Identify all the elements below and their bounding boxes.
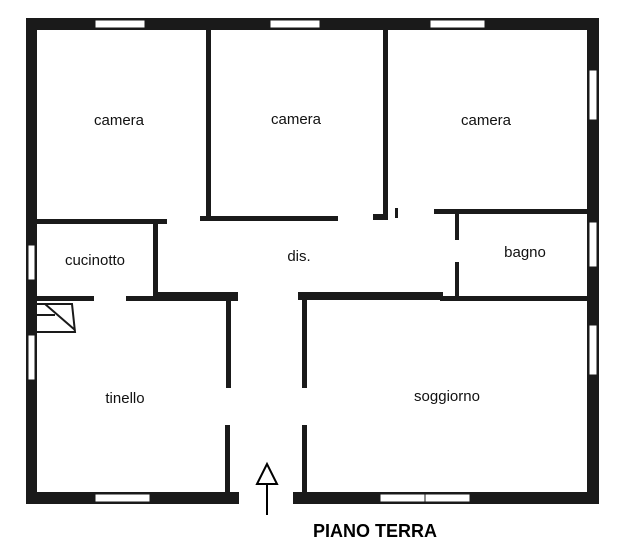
wall-bagno-bottom <box>440 296 587 301</box>
window-left-tinello <box>27 334 36 381</box>
window-bottom-soggiorno-2 <box>424 493 471 503</box>
window-right-soggiorno <box>588 324 598 376</box>
wall-soggiorno-left-upper <box>302 300 307 388</box>
wall-tinello-right-lower <box>225 425 230 497</box>
windows <box>27 19 598 503</box>
wall-camera3-door-mark <box>395 208 398 218</box>
staircase <box>37 303 77 333</box>
wall-camera-divider-2 <box>383 30 388 220</box>
arrow-head <box>255 461 279 485</box>
window-left-cucinotto <box>27 244 36 281</box>
staircase-outline <box>37 303 77 333</box>
room-label-camera-right: camera <box>461 112 512 129</box>
room-label-soggiorno: soggiorno <box>414 388 480 405</box>
window-bottom-tinello <box>94 493 151 503</box>
wall-bagno-top <box>434 209 587 214</box>
entrance-arrow-icon <box>255 461 279 515</box>
wall-camera2-bottom <box>200 216 338 221</box>
wall-cucinotto-right <box>153 224 158 298</box>
wall-soggiorno-left-lower <box>302 425 307 497</box>
plan-title: PIANO TERRA <box>313 521 437 541</box>
room-label-tinello: tinello <box>105 390 144 407</box>
wall-cucinotto-bottom-right <box>126 296 158 301</box>
window-top-middle <box>269 19 321 29</box>
wall-tinello-right-upper <box>226 300 231 388</box>
room-label-dis: dis. <box>287 248 310 265</box>
room-label-camera-left: camera <box>94 112 145 129</box>
wall-tinello-top <box>154 292 238 301</box>
wall-bagno-left-lower <box>455 262 459 298</box>
room-label-cucinotto: cucinotto <box>65 252 125 269</box>
wall-camera3-bottom-stub <box>373 214 388 220</box>
wall-cucinotto-bottom-left <box>37 296 94 301</box>
wall-bagno-left-upper <box>455 212 459 240</box>
wall-camera1-bottom <box>37 219 167 224</box>
room-label-camera-middle: camera <box>271 111 322 128</box>
window-top-right <box>429 19 486 29</box>
room-label-bagno: bagno <box>504 244 546 261</box>
window-right-bagno <box>588 221 598 268</box>
staircase-step <box>44 303 76 331</box>
window-right-upper <box>588 69 598 121</box>
wall-camera-divider-1 <box>206 30 211 220</box>
wall-soggiorno-top <box>298 292 443 300</box>
window-top-left <box>94 19 146 29</box>
interior-walls <box>37 30 587 497</box>
window-bottom-soggiorno <box>379 493 426 503</box>
